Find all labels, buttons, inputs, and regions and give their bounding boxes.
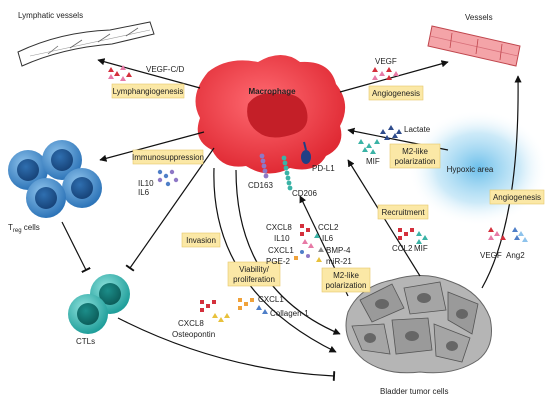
cd206-label: CD206 — [292, 189, 317, 198]
macrophage-label: Macrophage — [248, 87, 296, 96]
treg-cells-label: Treg cells — [8, 223, 40, 234]
macrophage-nucleus — [247, 93, 308, 138]
il10-left-label: IL10 — [138, 179, 154, 188]
process-label-m2-polarization-top: M2-like polarization — [389, 143, 441, 169]
il6-left-label: IL6 — [138, 188, 150, 197]
process-label-angiogenesis-right: Angiogenesis — [489, 189, 545, 205]
blood-vessel-icon — [427, 25, 521, 67]
ccl2-mid-label: CCL2 — [318, 223, 339, 232]
process-label-recruitment: Recruitment — [377, 204, 429, 220]
cxcl8-osteopontin-factor-icons — [200, 300, 230, 322]
svg-text:polarization: polarization — [395, 157, 436, 166]
lactate-factor-icons — [380, 125, 402, 140]
il10-il6-left-factor-icons — [157, 169, 179, 187]
bladder-tumor-cells — [345, 275, 492, 374]
process-label-viability-proliferation: Viability/ proliferation — [227, 261, 281, 287]
inhibit-ctls-from-tregs — [61, 221, 91, 274]
svg-text:Viability/: Viability/ — [239, 265, 269, 274]
svg-text:M2-like: M2-like — [402, 147, 428, 156]
cxcl8-low-label: CXCL8 — [178, 319, 204, 328]
cxcl8-mid-label: CXCL8 — [266, 223, 292, 232]
il6-mid-label: IL6 — [322, 234, 334, 243]
vegf-cd-label: VEGF-C/D — [146, 65, 184, 74]
svg-text:Immunosuppression: Immunosuppression — [132, 153, 204, 162]
cxcl1-mid-label: CXCL1 — [268, 246, 294, 255]
svg-text:M2-like: M2-like — [333, 271, 359, 280]
svg-text:Angiogenesis: Angiogenesis — [493, 193, 541, 202]
bmp4-label: BMP-4 — [326, 246, 351, 255]
lymphatic-vessel-icon — [17, 21, 155, 67]
middle-factor-icons — [294, 224, 324, 262]
arrow-to-lymphatic — [97, 58, 201, 89]
svg-text:proliferation: proliferation — [233, 275, 275, 284]
macrophage-cell — [195, 55, 346, 174]
ctl-cells — [68, 274, 130, 334]
process-label-invasion: Invasion — [181, 232, 221, 248]
svg-text:Invasion: Invasion — [186, 236, 216, 245]
lactate-label: Lactate — [404, 125, 431, 134]
svg-text:polarization: polarization — [326, 281, 367, 290]
bladder-tumor-cells-label: Bladder tumor cells — [380, 387, 448, 396]
hypoxic-area-label: Hypoxic area — [447, 165, 494, 174]
pd-l1-label: PD-L1 — [312, 164, 335, 173]
pd-l1-receptor-icon — [301, 141, 311, 164]
process-label-immunosuppression: Immunosuppression — [132, 149, 204, 165]
pge2-label: PGE-2 — [266, 257, 291, 266]
svg-text:Angiogenesis: Angiogenesis — [372, 89, 420, 98]
process-label-angiogenesis-top: Angiogenesis — [368, 85, 424, 101]
collagen-label: Collagen-1 — [270, 309, 309, 318]
vessels-label: Vessels — [465, 13, 493, 22]
inhibit-tumor-from-ctls — [117, 317, 336, 381]
ccl2-mif-right-factor-icons — [398, 228, 428, 244]
arrow-to-vessels — [339, 60, 449, 93]
lymphatic-vessels-label: Lymphatic vessels — [18, 11, 83, 20]
vegf-top-label: VEGF — [375, 57, 397, 66]
cxcl1-low-label: CXCL1 — [258, 295, 284, 304]
cd206-receptor-icon — [281, 155, 293, 191]
inhibit-ctls-from-macrophage — [125, 147, 215, 272]
mif-top-label: MIF — [366, 157, 380, 166]
mir21-label: miR-21 — [326, 257, 352, 266]
ang2-label: Ang2 — [506, 251, 525, 260]
vegf-top-factor-icons — [372, 67, 399, 80]
process-label-m2-polarization-mid: M2-like polarization — [321, 267, 371, 293]
vegf-ang2-right-factor-icons — [488, 227, 528, 242]
ctls-label: CTLs — [76, 337, 95, 346]
arrow-to-tregs — [99, 131, 205, 162]
ccl2-right-label: CCL2 — [392, 244, 413, 253]
cxcl1-collagen-factor-icons — [238, 298, 268, 314]
mif-top-factor-icons — [358, 139, 380, 154]
svg-text:Recruitment: Recruitment — [381, 208, 425, 217]
process-label-lymphangiogenesis: Lymphangiogenesis — [111, 83, 185, 99]
il10-mid-label: IL10 — [274, 234, 290, 243]
mif-right-label: MIF — [414, 244, 428, 253]
vegf-cd-factor-icons — [108, 65, 132, 81]
svg-text:Lymphangiogenesis: Lymphangiogenesis — [113, 87, 184, 96]
cd163-label: CD163 — [248, 181, 273, 190]
cd163-receptor-icon — [259, 153, 269, 179]
osteopontin-label: Osteopontin — [172, 330, 215, 339]
vegf-right-label: VEGF — [480, 251, 502, 260]
treg-cells — [8, 140, 102, 218]
